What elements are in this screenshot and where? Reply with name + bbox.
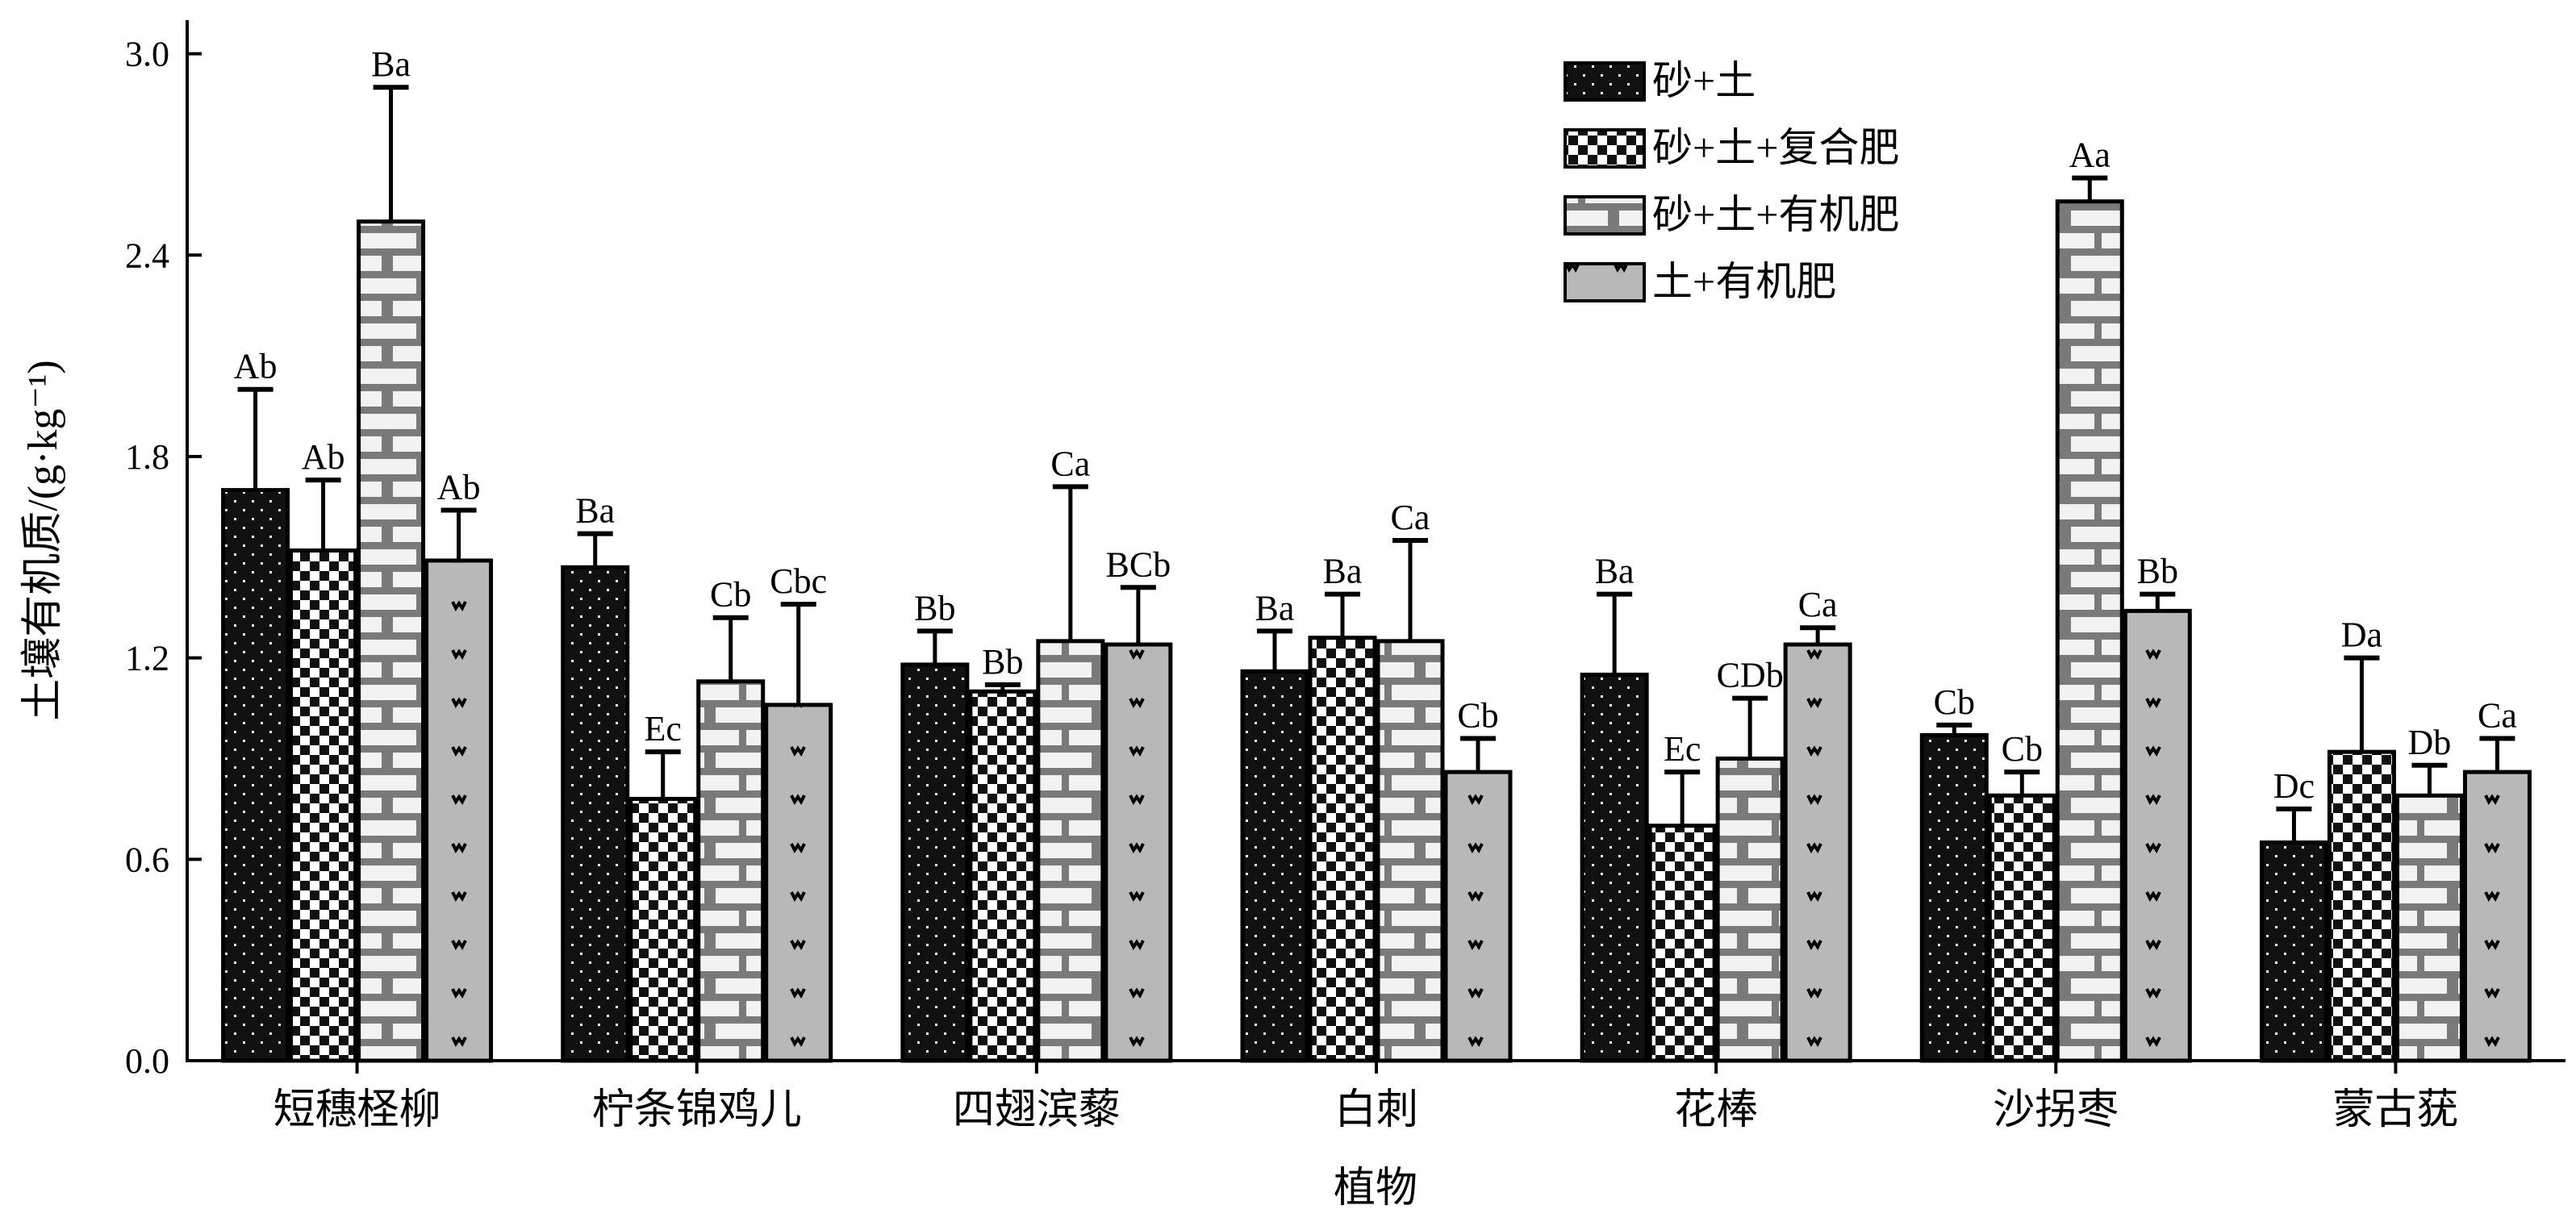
bar <box>221 488 290 1063</box>
significance-label: Cb <box>2002 729 2043 769</box>
bar-marks <box>221 199 2532 1063</box>
x-axis-ticks: 短穗柽柳 柠条锦鸡儿 四翅滨藜 白刺 花棒 沙拐枣 蒙古莸 <box>273 1061 2458 1133</box>
legend-swatch <box>1564 195 1646 236</box>
bar <box>2123 608 2192 1063</box>
bar <box>1919 732 1989 1063</box>
significance-label: Ec <box>1664 729 1701 769</box>
y-tick-label: 1.8 <box>125 437 169 477</box>
significance-label: Bb <box>2137 552 2178 591</box>
bar <box>2394 793 2464 1063</box>
significance-label: Cbc <box>770 561 827 601</box>
legend-swatch <box>1564 128 1646 169</box>
significance-label: Db <box>2408 723 2452 762</box>
bar <box>1647 824 1717 1063</box>
significance-label: Cb <box>1934 682 1975 722</box>
y-tick-label: 3.0 <box>125 35 169 74</box>
significance-label: Bb <box>914 588 955 628</box>
y-tick-label: 0.6 <box>125 840 169 879</box>
bar <box>900 662 970 1063</box>
significance-label: Dc <box>2273 766 2315 806</box>
bar <box>2259 840 2328 1063</box>
bar <box>2462 769 2532 1063</box>
bar <box>696 679 766 1063</box>
legend-swatch <box>1564 61 1646 102</box>
bar <box>1580 672 1649 1063</box>
y-axis-ticks: 0.0 0.6 1.2 1.8 2.4 3.0 <box>125 35 202 1081</box>
bar <box>1783 642 1852 1063</box>
significance-label: Ab <box>302 437 345 477</box>
significance-label: Ab <box>234 347 278 386</box>
significance-label: Ba <box>1323 552 1363 591</box>
bar <box>1104 642 1173 1063</box>
significance-label: Ca <box>2478 696 2517 736</box>
significance-label: Ca <box>1391 498 1430 537</box>
error-bars <box>237 85 2515 843</box>
x-axis-title: 植物 <box>1334 1166 1417 1212</box>
bar <box>1715 756 1785 1063</box>
significance-label: Ca <box>1798 585 1838 624</box>
significance-label: Aa <box>2069 136 2110 175</box>
x-tick-label: 柠条锦鸡儿 <box>592 1087 802 1133</box>
significance-label: Ba <box>1255 588 1295 628</box>
y-tick-label: 1.2 <box>125 639 169 678</box>
bar <box>1376 639 1445 1063</box>
bar <box>968 689 1037 1063</box>
x-tick-label: 沙拐枣 <box>1993 1087 2119 1133</box>
bar <box>1036 639 1105 1063</box>
y-axis-title: 土壤有机质/(g·kg⁻¹) <box>20 360 66 720</box>
legend-item-sand-soil-organic: 砂+土+有机肥 <box>1564 192 1899 237</box>
bar <box>764 703 833 1063</box>
y-tick-label: 0.0 <box>125 1041 169 1081</box>
legend: 砂+土 砂+土+复合肥 砂+土+有机肥 土+有机肥 <box>1564 58 1899 304</box>
bar <box>1240 669 1309 1063</box>
legend-swatch <box>1564 262 1646 302</box>
x-tick-label: 四翅滨藜 <box>953 1087 1121 1133</box>
significance-label: Ec <box>645 709 682 749</box>
significance-label: Ca <box>1050 444 1090 483</box>
legend-label: 砂+土 <box>1652 58 1756 103</box>
legend-label: 土+有机肥 <box>1652 259 1836 304</box>
bar <box>628 796 698 1063</box>
legend-item-sand-soil-compound: 砂+土+复合肥 <box>1564 125 1899 170</box>
bar <box>1308 636 1377 1063</box>
significance-label: Ba <box>575 491 615 531</box>
x-tick-label: 白刺 <box>1334 1087 1418 1133</box>
bar <box>2055 199 2124 1063</box>
x-tick-label: 短穗柽柳 <box>273 1087 441 1133</box>
legend-label: 砂+土+有机肥 <box>1652 192 1899 237</box>
significance-label: Cb <box>710 575 751 615</box>
x-tick-label: 花棒 <box>1674 1087 1758 1133</box>
significance-label: BCb <box>1106 544 1171 584</box>
significance-label: Cb <box>1457 696 1498 736</box>
legend-item-sand-soil: 砂+土 <box>1564 58 1756 103</box>
significance-label: Bb <box>982 642 1023 682</box>
bar <box>1443 769 1513 1063</box>
significance-label: CDb <box>1717 656 1784 695</box>
legend-item-soil-organic: 土+有机肥 <box>1564 259 1836 304</box>
bar <box>1987 793 2056 1063</box>
bar <box>561 565 630 1063</box>
x-tick-label: 蒙古莸 <box>2332 1087 2458 1133</box>
bar <box>2327 749 2396 1063</box>
significance-label: Da <box>2341 615 2382 655</box>
significance-label: Ba <box>371 44 411 84</box>
legend-label: 砂+土+复合肥 <box>1652 125 1899 170</box>
significance-label: Ab <box>437 468 481 507</box>
y-tick-label: 2.4 <box>125 236 169 275</box>
bar <box>357 219 426 1063</box>
bar <box>424 558 494 1063</box>
significance-label: Ba <box>1595 552 1635 591</box>
bar <box>289 548 358 1063</box>
